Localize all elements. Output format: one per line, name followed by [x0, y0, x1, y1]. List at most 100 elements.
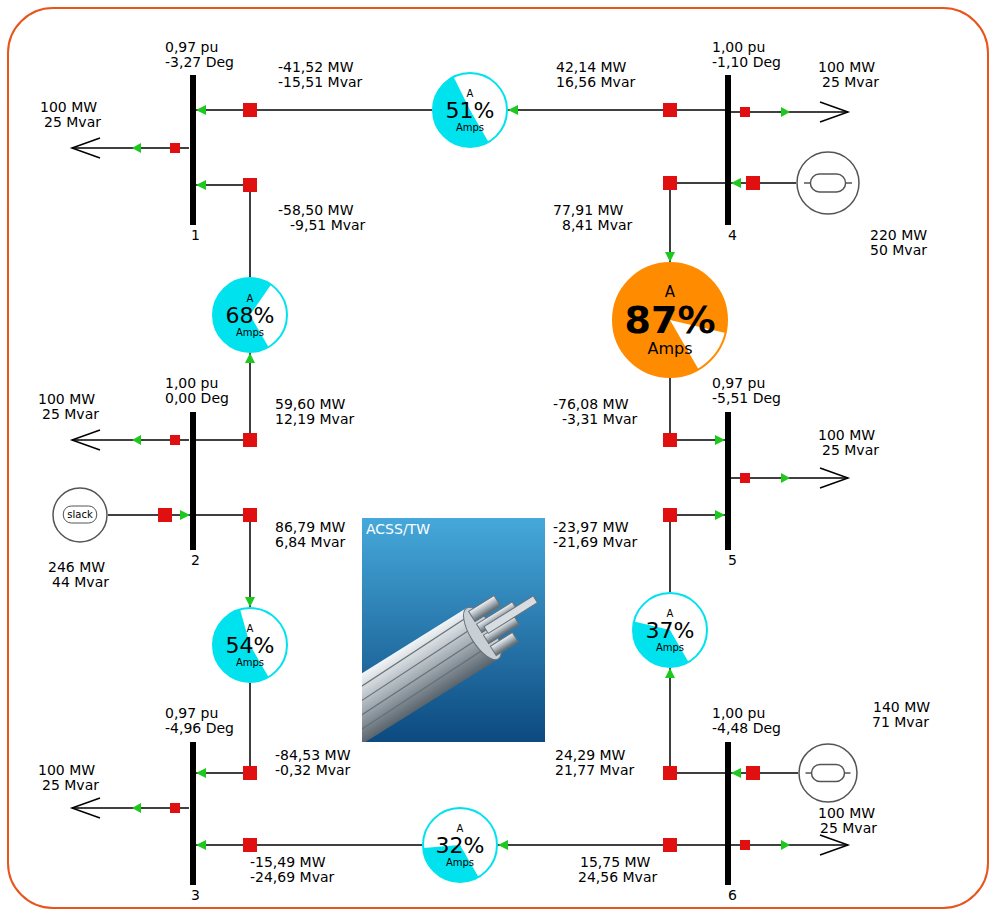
bus-value: 0,97 pu [712, 376, 765, 391]
transmission-line [196, 844, 422, 846]
pie-caption: A [457, 823, 464, 834]
breaker [243, 766, 257, 780]
flow-arrow [132, 803, 141, 813]
generator-tag: slack [67, 509, 92, 520]
breaker [243, 103, 257, 117]
strand-end [490, 632, 518, 655]
pie-caption: Amps [236, 327, 264, 338]
transmission-line [108, 514, 190, 516]
transmission-line [670, 183, 725, 262]
flow-value: -76,08 MW [553, 397, 629, 412]
transmission-line [731, 772, 798, 774]
rotor-shaft [845, 772, 851, 774]
line-loading-pie: A54%Amps [212, 607, 288, 683]
strand-line [362, 645, 492, 742]
generator-circle [53, 488, 107, 542]
pie-caption: A [247, 293, 254, 304]
generator-output: 71 Mvar [872, 715, 929, 730]
bus-number: 4 [728, 228, 737, 243]
bus-bar: 1,00 pu-1,10 Deg4 [725, 75, 731, 225]
bus-value: -4,48 Deg [712, 721, 781, 736]
transmission-line [196, 515, 250, 607]
steel-core [484, 596, 537, 634]
flow-value: -84,53 MW [275, 748, 351, 763]
flow-arrow [781, 107, 790, 117]
flow-arrow [781, 473, 790, 483]
load-arrow [820, 102, 848, 122]
generator-output: 246 MW [48, 560, 105, 575]
generator-output: 44 Mvar [52, 575, 109, 590]
rotor-symbol [812, 765, 845, 782]
pie-outline [433, 73, 507, 147]
breaker [746, 766, 760, 780]
generator-symbol: 220 MW50 Mvar [796, 151, 860, 215]
conductor-photo [362, 518, 545, 742]
rotor-shaft [846, 182, 852, 184]
bus-bar: 0,97 pu-3,27 Deg1 [190, 75, 196, 225]
breaker [663, 176, 677, 190]
loading-percent: 87% [625, 300, 716, 340]
loading-percent: 54% [226, 634, 275, 657]
breaker [663, 766, 677, 780]
flow-value: 25 Mvar [44, 115, 101, 130]
flow-value: 100 MW [818, 60, 875, 75]
bus-number: 3 [191, 888, 200, 903]
bus-value: -5,51 Deg [712, 391, 781, 406]
bus-number: 1 [191, 228, 200, 243]
pie-caption: Amps [456, 122, 484, 133]
flow-value: 42,14 MW [556, 60, 626, 75]
pie-text-box: A87%Amps [612, 262, 728, 378]
bus-value: -3,27 Deg [165, 55, 234, 70]
flow-arrow [781, 840, 790, 850]
pie-caption: A [665, 284, 675, 300]
breaker [663, 433, 677, 447]
bus-value: 1,00 pu [712, 40, 765, 55]
pie-outline [213, 278, 287, 352]
flow-value: -23,97 MW [553, 520, 629, 535]
flow-value: 12,19 Mvar [275, 412, 354, 427]
flow-value: -21,69 Mvar [553, 535, 637, 550]
breaker [170, 143, 180, 153]
flow-value: 25 Mvar [820, 821, 877, 836]
generator-circle [797, 152, 859, 214]
flow-value: 100 MW [818, 806, 875, 821]
generator-graphic [796, 151, 860, 215]
load-arrow [72, 138, 100, 158]
pie-caption: A [467, 88, 474, 99]
transmission-line [196, 109, 432, 111]
bus-number: 2 [191, 553, 200, 568]
breaker [170, 803, 180, 813]
flow-arrow [132, 435, 141, 445]
pie-text-box: A51%Amps [432, 72, 508, 148]
load-symbols [72, 102, 848, 855]
flow-value: 100 MW [38, 392, 95, 407]
pie-ground [213, 608, 287, 682]
pie-ground [423, 808, 497, 882]
flow-value: 100 MW [40, 100, 97, 115]
flow-value: 77,91 MW [553, 203, 623, 218]
bus-number: 6 [728, 888, 737, 903]
generator-circle [799, 744, 857, 802]
flow-value: -58,50 MW [278, 203, 354, 218]
breaker [663, 838, 677, 852]
bus-value: 0,97 pu [165, 40, 218, 55]
load-arrow [820, 468, 848, 488]
pie-caption: Amps [446, 857, 474, 868]
pie-caption: A [667, 608, 674, 619]
flow-value: -3,31 Mvar [562, 412, 637, 427]
generator-symbol: slack246 MW44 Mvar [52, 487, 108, 543]
loading-percent: 37% [646, 619, 695, 642]
pie-text-box: A54%Amps [212, 607, 288, 683]
flow-value: 16,56 Mvar [556, 75, 635, 90]
breaker [170, 435, 180, 445]
flow-value: 59,60 MW [275, 397, 345, 412]
line-loading-pie: A68%Amps [212, 277, 288, 353]
load-arrow [820, 835, 848, 855]
flow-value: -41,52 MW [278, 60, 354, 75]
pie-caption: A [247, 623, 254, 634]
strand-line [362, 635, 486, 739]
breaker [663, 103, 677, 117]
bus-bar: 0,97 pu-4,96 Deg3 [190, 742, 196, 885]
flow-value: -15,51 Mvar [278, 75, 362, 90]
